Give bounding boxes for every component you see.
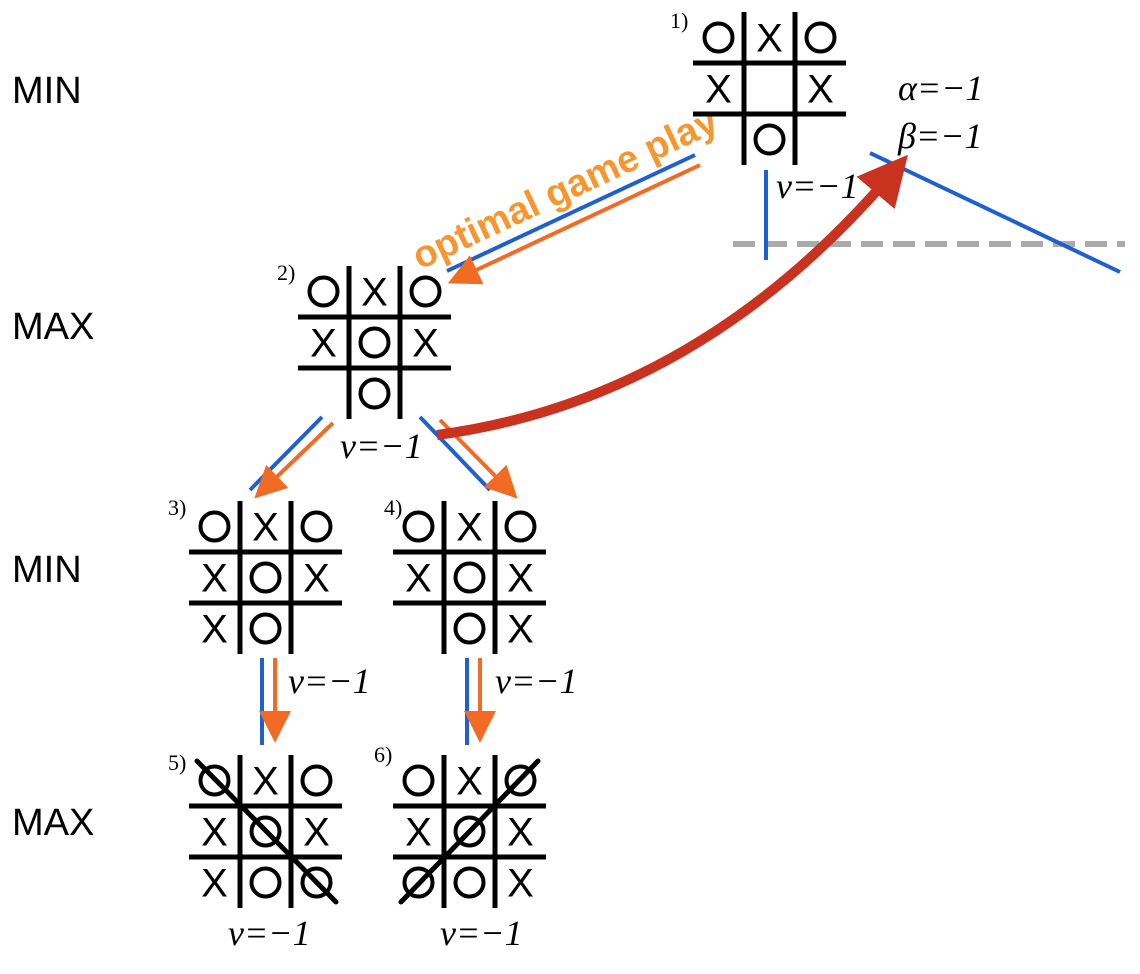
edge-1-2-optimal [447,163,701,285]
x-mark: X [201,608,228,652]
board-index-label: 4) [384,495,402,520]
board-value-label: v=−1 [228,913,311,953]
pruned-branch-edge [869,151,1121,274]
edge-2-4-minimax [418,415,492,492]
o-mark [249,815,282,848]
board-index-label: 6) [374,742,392,767]
o-mark [249,866,282,899]
o-mark [702,21,735,54]
board-grid [393,501,546,654]
board-value-label: v=−1 [440,913,523,953]
o-mark [358,377,391,410]
o-mark [300,764,333,797]
o-mark [453,612,486,645]
x-mark: X [807,68,834,112]
x-mark: X [412,322,439,366]
board-index-label: 1) [670,8,688,33]
edge-2-3-minimax [248,415,324,492]
o-mark [300,866,333,899]
x-mark: X [507,608,534,652]
o-mark [402,764,435,797]
value-propagation-arrow [436,154,908,440]
board-value-label: v=−1 [340,426,423,466]
o-mark [409,275,442,308]
level-label-min: MIN [12,549,82,591]
x-mark: X [456,506,483,550]
x-mark: X [507,811,534,855]
winning-line [398,758,541,905]
board-grid [693,12,846,165]
x-mark: X [507,862,534,906]
board-index-label: 2) [277,260,295,285]
x-mark: X [201,811,228,855]
x-mark: X [303,811,330,855]
optimal-play-label: optimal game play [406,100,724,278]
x-mark: X [507,557,534,601]
o-mark [307,275,340,308]
x-mark: X [405,811,432,855]
x-mark: X [756,17,783,61]
x-mark: X [201,862,228,906]
x-mark: X [201,557,228,601]
o-mark [453,561,486,594]
o-mark [198,510,231,543]
x-mark: X [252,760,279,804]
o-mark [453,866,486,899]
o-mark [249,612,282,645]
board-index-label: 5) [168,750,186,775]
board-grid [298,266,451,419]
x-mark: X [405,557,432,601]
level-label-min: MIN [12,70,82,112]
board-grid [189,501,342,654]
level-label-max: MAX [12,802,94,844]
board-index-label: 3) [168,495,186,520]
board-value-label: v=−1 [288,661,371,701]
board-value-label: v=−1 [776,166,859,206]
o-mark [358,326,391,359]
board-grid [393,755,546,908]
o-mark [402,866,435,899]
edge-2-3-optimal [254,421,335,499]
x-mark: X [705,68,732,112]
o-mark [453,815,486,848]
o-mark [300,510,333,543]
o-mark [402,510,435,543]
o-mark [504,764,537,797]
x-mark: X [456,760,483,804]
edge-1-2-minimax [446,153,696,273]
board-grid [189,755,342,908]
level-label-max: MAX [12,306,94,348]
o-mark [804,21,837,54]
o-mark [249,561,282,594]
alpha-value: α=−1 [898,68,983,108]
o-mark [198,764,231,797]
o-mark [504,510,537,543]
board-value-label: v=−1 [495,661,578,701]
winning-line [194,758,339,905]
o-mark [753,123,786,156]
x-mark: X [361,271,388,315]
x-mark: X [310,322,337,366]
beta-value: β=−1 [897,116,983,156]
x-mark: X [252,506,279,550]
x-mark: X [303,557,330,601]
